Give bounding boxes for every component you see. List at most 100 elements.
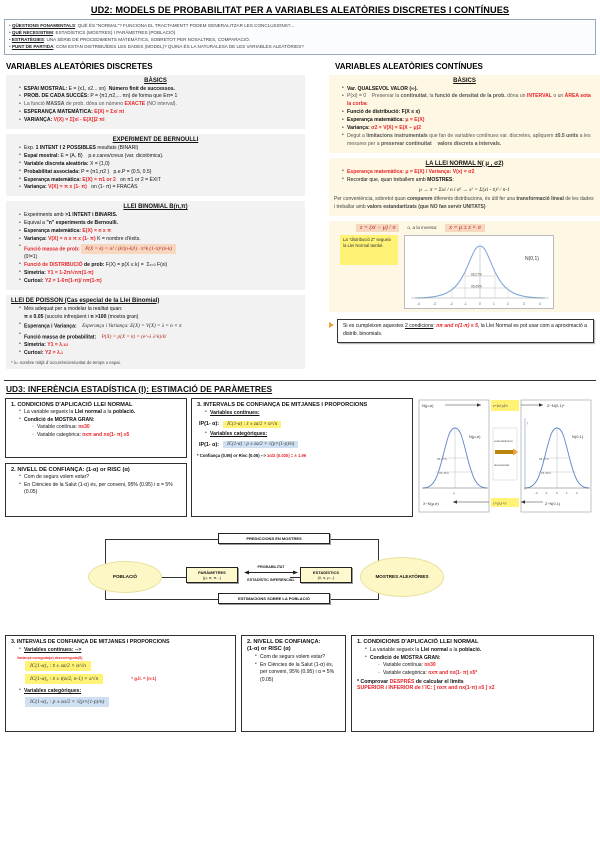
list-item: Variable contínua: n≥30	[378, 662, 588, 670]
sample-stats-formula: μ → x̄ = Σxi / n i σ² → s² = Σ(xi - x̄)²…	[419, 187, 510, 194]
svg-text:-2: -2	[450, 302, 453, 306]
normal-approx-callout: Si es cumpleixen aquestes 2 condicions: …	[329, 318, 600, 343]
flow-predictions-box: PREDICCIONS EN MOSTRES	[218, 532, 330, 545]
standardization-figure-icon: N(μ,σ) Z~N(0,1)* z=(xi-μ)/σ N(μ,σ) 68,27…	[418, 399, 592, 513]
intro-line: QÜESTIONS FONAMENTALS: QUÈ ÉS "NORMAL"? …	[9, 23, 591, 30]
ud2-title: UD2: MODELS DE PROBABILITAT PER A VARIAB…	[90, 5, 510, 15]
list-item: Equival a "n" experiments de Bernoulli.	[19, 220, 300, 228]
svg-text:N(μ,σ): N(μ,σ)	[422, 403, 434, 408]
degrees-of-freedom-note: * g.ll. = (n-1)	[131, 676, 157, 682]
list-item: Esperança matemàtica: μ = E(X)	[342, 117, 595, 125]
binomial-mass-formula: P(X = k) = n! / (k!(n-k)!) · π^k (1-π)^(…	[81, 243, 177, 254]
intro-box: QÜESTIONS FONAMENTALS: QUÈ ÉS "NORMAL"? …	[4, 19, 596, 55]
ip-label: IP(1- α):	[199, 421, 220, 428]
poisson-footnote: * λ= nombre mitjà d´occurrències/unitat …	[11, 359, 121, 365]
connector-line	[150, 576, 190, 578]
list-item: Més adequat per a modelar la realitat qu…	[19, 305, 300, 322]
z-transform-block: z = (xi − μ) / σ o, a la inversa: x = μ …	[329, 220, 600, 312]
list-item: Condició de MOSTRA GRAN: Variable contín…	[365, 654, 588, 678]
svg-text:68,27%: 68,27%	[539, 457, 549, 461]
svg-text:2: 2	[576, 491, 578, 495]
list-item: Variables categòriques:	[19, 687, 230, 696]
svg-text:z=(xi-μ)/σ: z=(xi-μ)/σ	[492, 404, 508, 408]
box-heading: 3. INTERVALS DE CONFIANÇA DE MITJANES I …	[11, 638, 170, 645]
flow-double-arrow: PROBABILITAT ESTADÍSTIC INFERENCIAL	[242, 565, 300, 582]
list-item: Funció massa de probabilitat: P(X) = p(X…	[19, 331, 300, 342]
list-item: Exp. 1 INTENT I 2 POSSIBLES resultats (B…	[19, 145, 300, 153]
svg-text:0: 0	[479, 302, 481, 306]
categorical-ci-formula: IC(1-α) : p ± zα/2 × √(p×(1-p)/n)	[223, 441, 299, 449]
list-item: Condició de MOSTRA GRAN: Variable contín…	[19, 416, 181, 440]
list-item: Variança: V(X) = n x π x (1- π) K = nomb…	[19, 236, 300, 244]
svg-text:X~N(μ,σ): X~N(μ,σ)	[423, 502, 439, 506]
svg-text:-1: -1	[545, 491, 548, 495]
continuous-ci-formula: IC(1-α) : x̄ ± zα/2 × σ/√n	[223, 420, 282, 428]
intro-line: ESTRATÈGIES: UNA SÈRIE DE PROCEDIMENTS M…	[9, 37, 591, 44]
list-item: Curtosi: Y2 = λ-1	[19, 349, 300, 358]
box-heading-line2: (1-α) or RISC (α)	[247, 645, 291, 652]
card-bernoulli: EXPERIMENT DE BERNOULLI Exp. 1 INTENT I …	[6, 134, 305, 197]
svg-text:Z~N(0,1): Z~N(0,1)	[545, 502, 561, 506]
ci-formula-known-variance: IC(1-α)₁ : x̄ ± zα/2 × σ/√n	[25, 660, 91, 671]
ci-formula-unknown-variance: IC(1-α)₂ : x̄ ± t(α/2, n-1) × s/√n	[25, 673, 104, 684]
list-item: Recordar que, quan treballem amb MOSTRES…	[342, 176, 595, 185]
list-item: VARIANÇA: V(X) = Σ[xi - E(X)]2 πi	[19, 117, 300, 125]
svg-text:-3: -3	[433, 302, 436, 306]
svg-text:estandarització: estandarització	[494, 439, 513, 443]
list-item: Espai mostral: E = {A, B} p.e.cares/creu…	[19, 152, 300, 161]
standardization-paragraph: Per conveniència, sobretot quan comparem…	[334, 196, 594, 211]
card-basics-discrete: BÀSICS ESPAI MOSTRAL: E = {x1, x2... xn}…	[6, 74, 305, 130]
svg-text:x=μ±z×σ: x=μ±z×σ	[492, 501, 507, 505]
card-title: LLEI BINOMIAL B(n,π)	[123, 204, 188, 211]
standardization-diagram: N(μ,σ) Z~N(0,1)* z=(xi-μ)/σ N(μ,σ) 68,27…	[417, 398, 593, 519]
double-arrow-icon	[244, 570, 298, 575]
z-formula: z = (xi − μ) / σ	[356, 223, 400, 232]
intro-text: : QUÈ ÉS "NORMAL"? FUNCIONA EL TRACTAMEN…	[75, 23, 295, 28]
card-binomial: LLEI BINOMIAL B(n,π) Experiments amb >1 …	[6, 201, 305, 290]
list-item: Variança: σ2 = V(X) = E(X − μ)2	[342, 125, 595, 133]
triangle-marker-icon	[329, 321, 334, 328]
connector-line	[105, 598, 220, 600]
list-item: La variable segueix la Llei normal a la …	[19, 408, 181, 417]
intro-label: ESTRATÈGIES	[11, 36, 44, 42]
list-item: Variança: V(X) = π x (1- π) on (1- π) = …	[19, 184, 300, 192]
discrete-column: VARIABLES ALEATÒRIES DISCRETES BÀSICS ES…	[0, 62, 305, 374]
list-item: Simetria: Y1 = λ-1/2	[19, 341, 300, 350]
ud3-title: UD3: INFERÈNCIA ESTADÍSTICA (I): ESTIMAC…	[6, 383, 273, 394]
discrete-heading: VARIABLES ALEATÒRIES DISCRETES	[6, 61, 153, 71]
box-confidence-intervals: 3. INTERVALS DE CONFIANÇA DE MITJANES I …	[191, 397, 413, 517]
svg-text:f: f	[527, 421, 529, 425]
variance-note: Variança coneguda(σ) descorreguda(S)	[17, 655, 83, 660]
z-inverse-formula: x = μ ± z × σ	[445, 223, 485, 232]
svg-text:-4: -4	[417, 302, 420, 306]
bottom-box-confidence: 2. NIVELL DE CONFIANÇA: (1-α) or RISC (α…	[241, 634, 346, 732]
list-item: Curtosi: Y2 = 1-6π(1-π)/ nπ(1-π)	[19, 277, 300, 286]
svg-text:-1: -1	[464, 302, 467, 306]
continuous-heading: VARIABLES ALEATÒRIES CONTÍNUES	[335, 61, 483, 71]
list-item: Funció de DISTRIBUCIÓ de prob: F(X) = p(…	[19, 261, 300, 270]
ci-footnote: * Confiança (0.95) or Risc (0.05) --> zα…	[197, 453, 307, 459]
svg-text:N(0,1): N(0,1)	[572, 434, 584, 439]
ud3-left-stack: 1. CONDICIONS D'APLICACIÓ LLEI NORMAL La…	[5, 397, 187, 519]
list-item: Probabilitat associada: P = {π1,π2 } p.e…	[19, 168, 300, 177]
flow-statistics-box: ESTADÍSTICS (x̄, s, p...)	[300, 566, 352, 584]
section-divider	[4, 379, 596, 381]
poisson-mass-formula: P(X) = p(X = k) = (e^-λ λ^k)/k!	[101, 333, 167, 340]
list-item: Variables contínues: -->	[19, 646, 230, 655]
card-title: LA LLEI NORMAL N( μ , σ2)	[425, 160, 504, 167]
connector-line	[105, 538, 107, 577]
box-conditions: 1. CONDICIONS D'APLICACIÓ LLEI NORMAL La…	[5, 397, 187, 458]
list-item: Com de segurs volem estar?	[19, 473, 181, 482]
box-heading: 2. NIVELL DE CONFIANÇA:	[247, 638, 321, 645]
intro-label: QÜESTIONS FONAMENTALS	[11, 23, 76, 28]
box-heading: 1. CONDICIONS D'APLICACIÓ LLEI NORMAL	[11, 401, 133, 408]
svg-text:1: 1	[566, 491, 568, 495]
list-item: Esperança i Variança: Esperança i Varian…	[19, 321, 300, 331]
bottom-box-conditions: 1. CONDICIONS D'APLICACIÓ LLEI NORMAL La…	[351, 634, 594, 732]
callout-text: Si es cumpleixen aquestes 2 condicions: …	[337, 318, 594, 343]
connector-line	[330, 538, 379, 540]
normal-curve-figure: N(0,1) 68,27% 95,45% -4 -3 -2 -1 0 1 2 3…	[404, 234, 554, 309]
inference-flow-diagram: PREDICCIONS EN MOSTRES ESTIMACIONS SOBRE…	[0, 525, 600, 633]
z-distribution-note: La "distribució Z" segueix la Llei Norma…	[340, 234, 398, 265]
